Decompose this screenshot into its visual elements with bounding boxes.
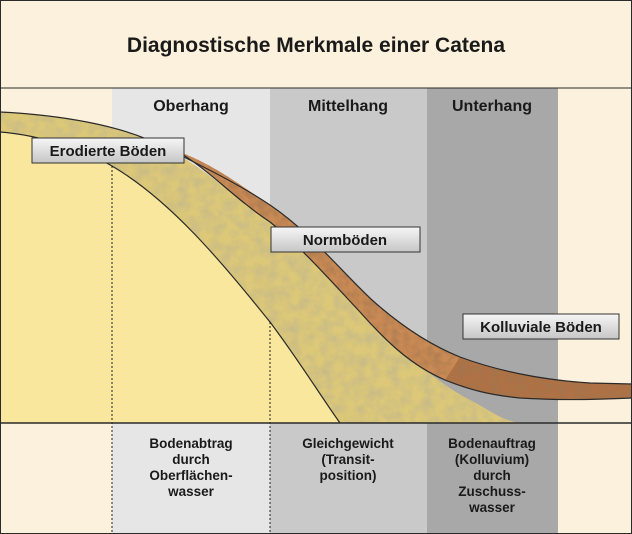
desc-oberhang-line-1: Bodenabtrag <box>149 436 232 451</box>
desc-oberhang-line-2: durch <box>172 452 210 467</box>
column-header-unterhang: Unterhang <box>452 98 532 115</box>
desc-mittelhang-line-1: Gleichgewicht <box>302 436 394 451</box>
desc-unterhang-line-4: Zuschuss- <box>458 484 526 499</box>
desc-mittelhang-line-3: position) <box>320 468 377 483</box>
tag-colluvial-soils-label: Kolluviale Böden <box>480 319 602 336</box>
tag-normal-soils-label: Normböden <box>303 232 387 249</box>
column-header-mittelhang: Mittelhang <box>308 98 388 115</box>
desc-unterhang-line-5: wasser <box>468 500 516 515</box>
tag-eroded-soils-label: Erodierte Böden <box>50 143 167 160</box>
tag-eroded-soils: Erodierte Böden <box>32 138 184 163</box>
diagram-title: Diagnostische Merkmale einer Catena <box>127 34 505 57</box>
desc-unterhang-line-1: Bodenauftrag <box>448 436 536 451</box>
column-header-oberhang: Oberhang <box>153 98 229 115</box>
desc-oberhang-line-3: Oberflächen- <box>149 468 232 483</box>
tag-normal-soils: Normböden <box>271 227 420 252</box>
desc-mittelhang-line-2: (Transit- <box>321 452 374 467</box>
tag-colluvial-soils: Kolluviale Böden <box>463 314 619 339</box>
desc-oberhang-line-4: wasser <box>167 484 215 499</box>
desc-unterhang-line-3: durch <box>473 468 511 483</box>
desc-unterhang-line-2: (Kolluvium) <box>455 452 529 467</box>
